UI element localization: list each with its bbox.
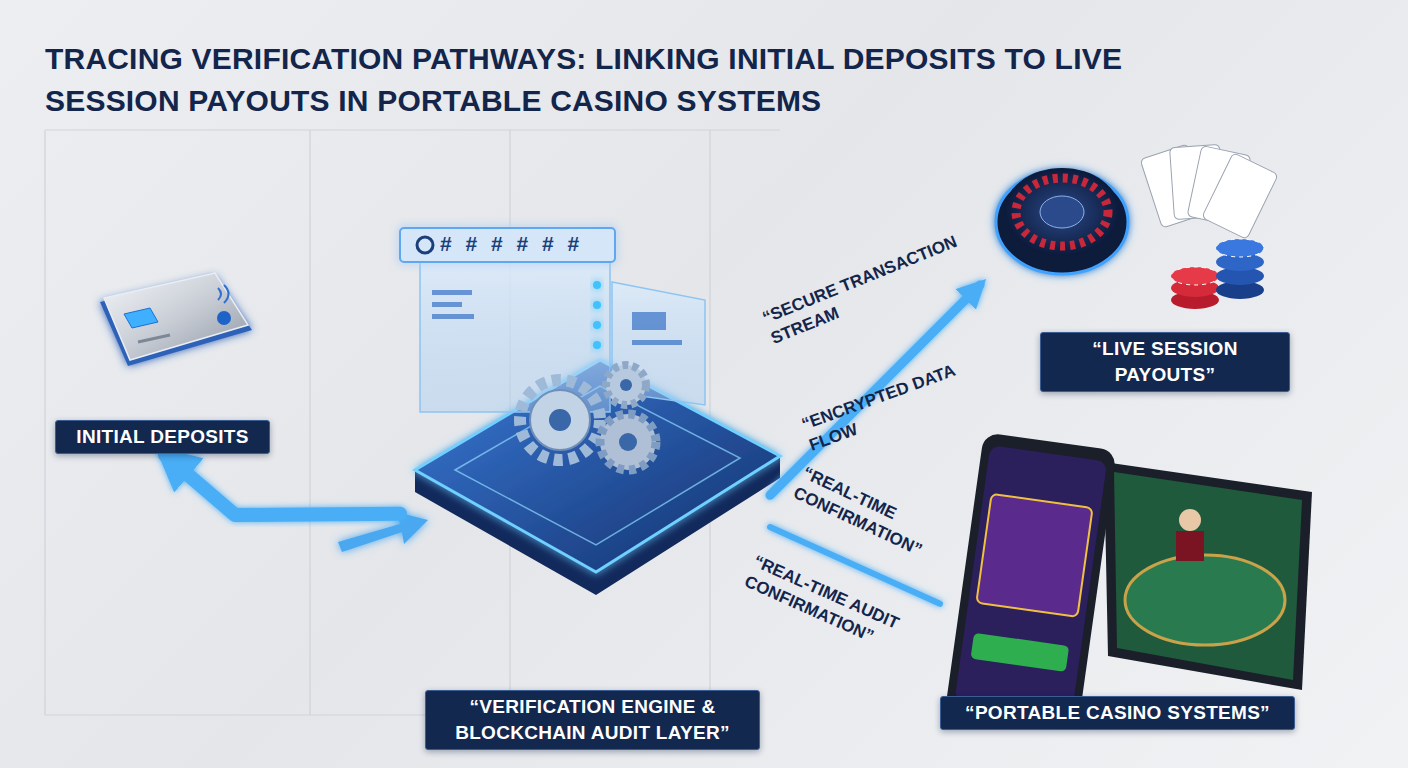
verification-engine — [400, 228, 780, 595]
phone-frame — [945, 432, 1117, 730]
grid-line — [309, 130, 310, 715]
node-label: “PORTABLE CASINO SYSTEMS” — [940, 696, 1295, 730]
panel-line — [632, 340, 682, 345]
tablet-screen — [1114, 472, 1302, 680]
panel-line — [632, 312, 666, 330]
node-label: “LIVE SESSION PAYOUTS” — [1040, 332, 1290, 392]
header-bar — [400, 228, 615, 262]
status-dot — [593, 301, 601, 309]
header-code: # # # # # # — [440, 232, 610, 256]
node-region: “LIVE SESSION PAYOUTS” — [980, 130, 1310, 370]
wireless-symbol — [218, 285, 229, 303]
roulette-center — [1040, 196, 1084, 228]
card-face — [104, 273, 248, 360]
glass-panel — [612, 282, 705, 405]
chip — [1171, 267, 1219, 285]
gear — [600, 414, 656, 470]
card-sensor — [217, 311, 231, 325]
flow-label: “REAL-TIME AUDIT CONFIRMATION” — [741, 551, 922, 664]
card-icon — [100, 273, 252, 366]
dealer — [1176, 531, 1204, 561]
gear-hub — [549, 409, 571, 431]
grid-line — [44, 130, 45, 715]
devices-illustration — [945, 432, 1312, 730]
gears — [520, 365, 656, 470]
chip — [1216, 239, 1264, 257]
edge-label: “REAL-TIME CONFIRMATION” — [790, 462, 945, 565]
card-stripe — [138, 335, 170, 342]
card-chip — [124, 308, 158, 328]
roulette-illustration — [996, 144, 1278, 309]
panel-lines — [432, 290, 682, 345]
node-label: “VERIFICATION ENGINE & BLOCKCHAIN AUDIT … — [425, 690, 760, 750]
gear-hub — [619, 433, 637, 451]
dealer — [1179, 509, 1201, 531]
node-region: “VERIFICATION ENGINE & BLOCKCHAIN AUDIT … — [400, 225, 770, 755]
blackjack-table — [1125, 555, 1285, 645]
panel-line — [432, 302, 462, 307]
gear — [520, 380, 600, 460]
status-dot — [593, 341, 601, 349]
node-region: INITIAL DEPOSITS — [50, 270, 280, 455]
phone — [945, 432, 1117, 730]
status-dots — [593, 281, 601, 349]
grid-lines — [45, 130, 780, 715]
panel-line — [432, 314, 474, 319]
panel-line — [432, 290, 472, 295]
diagram-title: TRACING VERIFICATION PATHWAYS: LINKING I… — [45, 38, 1205, 122]
phone-screen — [954, 445, 1107, 717]
gear-hub — [620, 379, 632, 391]
spin-button — [970, 633, 1069, 672]
grid-line — [45, 129, 780, 130]
chip-stack — [1171, 239, 1264, 309]
node-label: INITIAL DEPOSITS — [55, 420, 270, 454]
status-dot — [593, 321, 601, 329]
status-dot — [593, 281, 601, 289]
flow-arrow — [165, 455, 400, 515]
node-region: “PORTABLE CASINO SYSTEMS” — [940, 430, 1315, 735]
playing-card — [1202, 153, 1279, 240]
gear — [606, 365, 646, 405]
roulette-ring — [1016, 178, 1108, 246]
tablet-frame — [1104, 462, 1312, 690]
slot-reels — [976, 494, 1092, 617]
header-icon — [417, 237, 433, 253]
gear — [530, 390, 590, 450]
roulette-wheel — [1004, 168, 1120, 256]
